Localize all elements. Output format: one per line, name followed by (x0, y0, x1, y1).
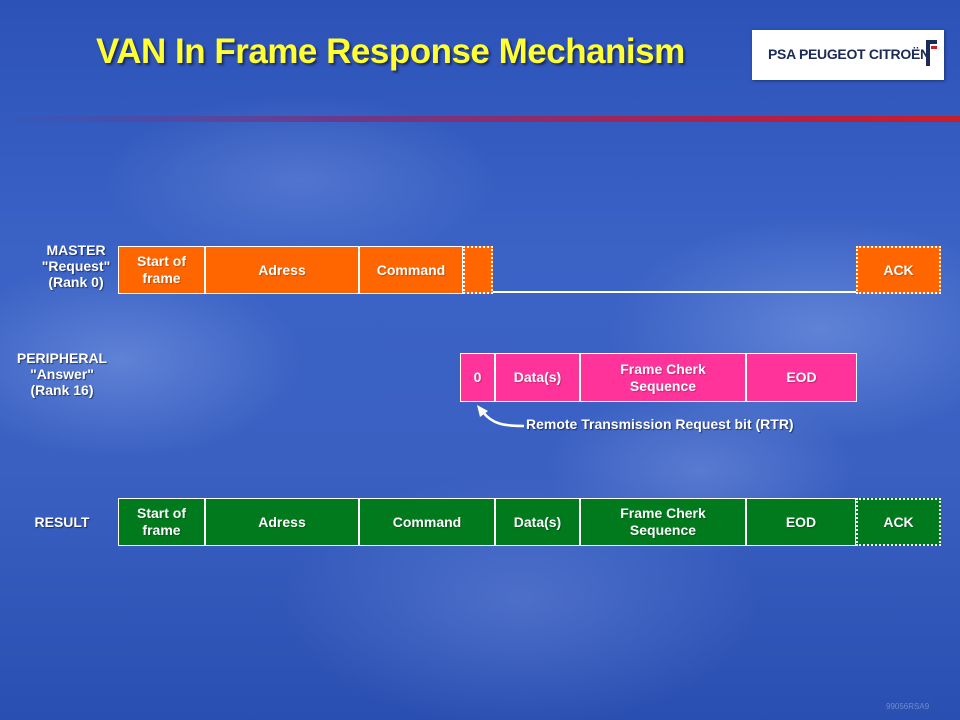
master-ack: ACK (856, 246, 941, 294)
peripheral-eod: EOD (746, 353, 857, 402)
brand-logo: PSA PEUGEOT CITROËN (768, 46, 930, 62)
result-data: Data(s) (495, 498, 580, 546)
result-frame-check-sequence: Frame Cherk Sequence (580, 498, 746, 546)
master-start-of-frame: Start of frame (118, 246, 205, 294)
peripheral-frame-check-sequence: Frame Cherk Sequence (580, 353, 746, 402)
result-command: Command (359, 498, 495, 546)
master-row-label: MASTER "Request" (Rank 0) (41, 242, 111, 290)
rtr-annotation: Remote Transmission Request bit (RTR) (526, 416, 794, 432)
slide-code: 99056RSA9 (886, 702, 930, 711)
result-eod: EOD (746, 498, 856, 546)
rtr-arrow-icon (477, 405, 525, 428)
result-row-label: RESULT (34, 514, 90, 530)
master-rtr-slot (463, 246, 493, 294)
flag-logo-icon (926, 40, 937, 66)
master-command: Command (359, 246, 463, 294)
page-title: VAN In Frame Response Mechanism (96, 32, 685, 71)
title-divider (0, 116, 960, 122)
logo-panel (752, 30, 944, 80)
peripheral-row-label: PERIPHERAL "Answer" (Rank 16) (16, 350, 108, 398)
peripheral-rtr-bit: 0 (460, 353, 495, 402)
peripheral-data: Data(s) (495, 353, 580, 402)
master-idle-line (492, 291, 858, 293)
result-start-of-frame: Start of frame (118, 498, 205, 546)
result-ack: ACK (856, 498, 941, 546)
result-address: Adress (205, 498, 359, 546)
master-address: Adress (205, 246, 359, 294)
